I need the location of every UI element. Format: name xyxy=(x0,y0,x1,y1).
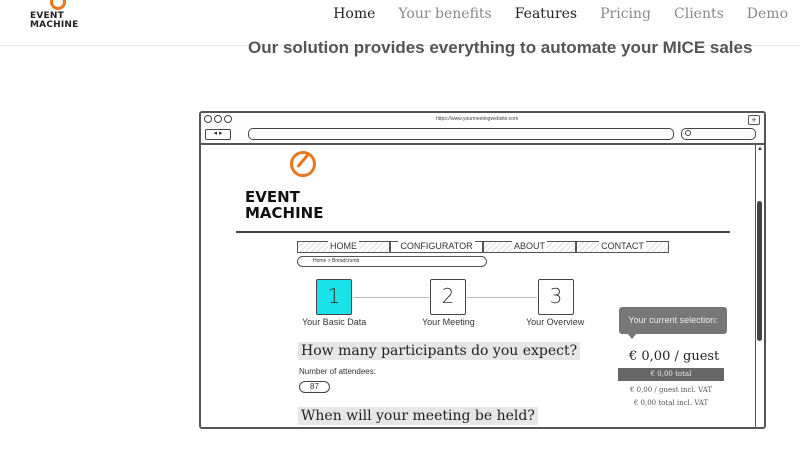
step-connector xyxy=(353,297,429,298)
mockup-scrollbar: ▲ xyxy=(755,145,764,427)
attendees-field: 87 xyxy=(299,381,330,393)
step-2-box: 2 xyxy=(430,279,466,315)
mockup-url: https://www.yourmeetingwebsite.com xyxy=(436,116,519,122)
page-headline: Our solution provides everything to auto… xyxy=(248,38,753,57)
mockup-menu-home: HOME xyxy=(297,241,390,253)
logo-line-1: EVENT xyxy=(30,11,64,21)
mockup-logo-mark-icon xyxy=(290,151,316,177)
back-forward-arrows-icon: ◂ ▸ xyxy=(205,129,231,140)
mockup-divider xyxy=(236,231,730,233)
mockup-browser-chrome: https://www.yourmeetingwebsite.com + ◂ ▸ xyxy=(201,113,764,145)
nav-pricing[interactable]: Pricing xyxy=(600,6,651,22)
new-tab-plus-icon: + xyxy=(748,115,760,125)
window-dot-icon xyxy=(224,115,232,123)
guest-vat-price: € 0,00 / guest incl. VAT xyxy=(629,386,713,394)
scroll-thumb xyxy=(757,201,762,341)
event-machine-logo[interactable]: EVENT MACHINE xyxy=(30,0,90,42)
mockup-menu: HOME CONFIGURATOR ABOUT CONTACT xyxy=(297,241,669,253)
mockup-logo-line-2: MACHINE xyxy=(245,204,324,222)
mockup-address-bar xyxy=(248,128,674,140)
nav-home[interactable]: Home xyxy=(333,6,376,22)
mockup-menu-about-label: ABOUT xyxy=(511,241,547,251)
main-nav: Home Your benefits Features Pricing Clie… xyxy=(310,6,788,22)
mockup-breadcrumb: Home > Breadcrumb xyxy=(297,256,487,267)
mockup-menu-contact: CONTACT xyxy=(576,241,669,253)
date-question: When will your meeting be held? xyxy=(298,407,538,425)
price-per-guest: € 0,00 / guest xyxy=(629,349,720,364)
step-connector xyxy=(467,297,537,298)
total-vat-price: € 0,00 total incl. VAT xyxy=(633,399,709,407)
window-dot-icon xyxy=(204,115,212,123)
logo-text: EVENT MACHINE xyxy=(30,12,79,30)
participants-question: How many participants do you expect? xyxy=(298,342,581,360)
current-selection-tooltip: Your current selection: xyxy=(619,307,727,339)
step-1-box: 1 xyxy=(316,279,352,315)
attendees-label: Number of attendees: xyxy=(299,367,376,376)
scroll-up-arrow-icon: ▲ xyxy=(757,146,763,152)
mockup-menu-about: ABOUT xyxy=(483,241,576,253)
nav-clients[interactable]: Clients xyxy=(674,6,724,22)
mockup-logo-line-1: EVENT xyxy=(245,188,300,206)
browser-mockup: https://www.yourmeetingwebsite.com + ◂ ▸… xyxy=(199,111,766,429)
mockup-menu-configurator-label: CONFIGURATOR xyxy=(398,241,475,251)
step-3-label: Your Overview xyxy=(526,317,585,327)
top-navigation-bar: EVENT MACHINE Home Your benefits Feature… xyxy=(0,0,800,46)
step-2-label: Your Meeting xyxy=(422,317,475,327)
step-1-label: Your Basic Data xyxy=(302,317,367,327)
nav-features[interactable]: Features xyxy=(514,6,578,22)
mockup-menu-home-label: HOME xyxy=(328,241,359,251)
mockup-menu-contact-label: CONTACT xyxy=(599,241,646,251)
logo-mark-icon xyxy=(50,0,66,10)
window-controls xyxy=(204,115,232,123)
total-price-bar: € 0,00 total xyxy=(618,368,724,381)
mockup-search-bar xyxy=(681,128,756,140)
headline-container: Our solution provides everything to auto… xyxy=(0,38,800,62)
window-dot-icon xyxy=(214,115,222,123)
search-icon xyxy=(685,130,691,136)
nav-your-benefits[interactable]: Your benefits xyxy=(398,6,492,22)
mockup-logo-text: EVENT MACHINE xyxy=(245,189,323,221)
logo-line-2: MACHINE xyxy=(30,20,79,30)
nav-demo[interactable]: Demo xyxy=(746,6,788,22)
step-3-box: 3 xyxy=(538,279,574,315)
mockup-menu-configurator: CONFIGURATOR xyxy=(390,241,483,253)
